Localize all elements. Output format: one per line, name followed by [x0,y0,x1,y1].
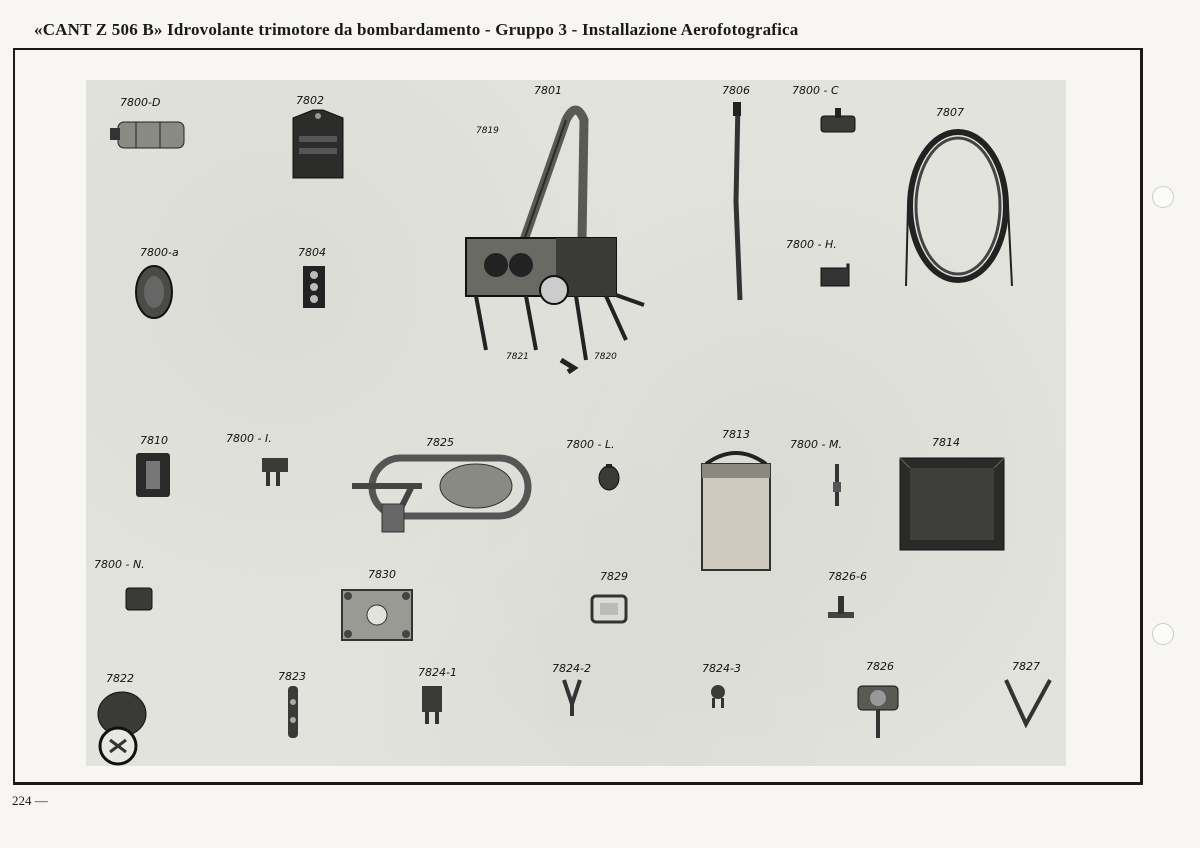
part-7829 [590,594,628,624]
part-label-7814: 7814 [932,436,960,449]
part-label-7819: 7819 [476,126,499,136]
part-7824-3 [711,685,725,708]
part-label-7800-c: 7800 - C [792,84,839,97]
part-label-7810: 7810 [140,434,168,447]
part-label-7822: 7822 [106,672,134,685]
part-7825 [352,454,532,533]
part-7824-2 [562,679,582,716]
part-7806 [733,101,743,301]
part-label-7820: 7820 [594,352,617,362]
part-7802 [292,109,344,179]
part-7800-n [125,587,153,611]
page-frame [13,48,1143,785]
part-label-7821: 7821 [506,352,529,362]
part-7822 [97,691,147,766]
part-7800-d [110,121,185,149]
page-number: 224 — [12,793,48,808]
punch-hole-bottom [1152,623,1174,645]
punch-hole-top [1152,186,1174,208]
part-label-7800-d: 7800-D [120,96,161,109]
part-label-7802: 7802 [296,94,324,107]
part-7800-c [820,108,856,133]
part-7830 [341,589,413,641]
part-7800-a [135,265,173,319]
part-label-7804: 7804 [298,246,326,259]
part-label-7827: 7827 [1012,660,1040,673]
part-label-7800-l: 7800 - L. [566,438,615,451]
part-label-7826-6: 7826-6 [828,570,867,583]
part-label-7806: 7806 [722,84,750,97]
part-7813 [701,451,771,571]
part-label-7823: 7823 [278,670,306,683]
part-7800-l [598,464,620,491]
part-label-7830: 7830 [368,568,396,581]
part-label-7800-i: 7800 - I. [226,432,272,445]
part-7801 [465,105,645,375]
photo-plate: 7800-D 7802 7801 7806 7800 - C 7807 7819… [86,80,1066,766]
part-7823 [288,686,298,738]
parts-illustration [97,101,1052,766]
part-7814 [899,457,1005,551]
part-7807 [905,129,1013,287]
part-7824-1 [422,686,442,724]
part-label-7800-m: 7800 - M. [790,438,842,451]
part-label-7800-h: 7800 - H. [786,238,837,251]
part-label-7807: 7807 [936,106,964,119]
part-label-7800-a: 7800-a [140,246,179,259]
part-label-7813: 7813 [722,428,750,441]
part-7800-h [820,263,850,287]
part-7800-m [833,464,841,506]
part-label-7829: 7829 [600,570,628,583]
part-label-7800-n: 7800 - N. [94,558,145,571]
part-7826 [857,685,899,738]
part-7827 [1004,679,1052,729]
page-header-title: «CANT Z 506 B» Idrovolante trimotore da … [34,20,799,39]
part-7804 [303,266,325,308]
part-label-7801: 7801 [534,84,562,97]
part-label-7826: 7826 [866,660,894,673]
part-label-7824-2: 7824-2 [552,662,591,675]
part-label-7824-1: 7824-1 [418,666,457,679]
part-7810 [136,453,170,497]
part-7826-6 [828,596,854,618]
part-7800-i [262,458,288,486]
part-label-7825: 7825 [426,436,454,449]
part-label-7824-3: 7824-3 [702,662,741,675]
